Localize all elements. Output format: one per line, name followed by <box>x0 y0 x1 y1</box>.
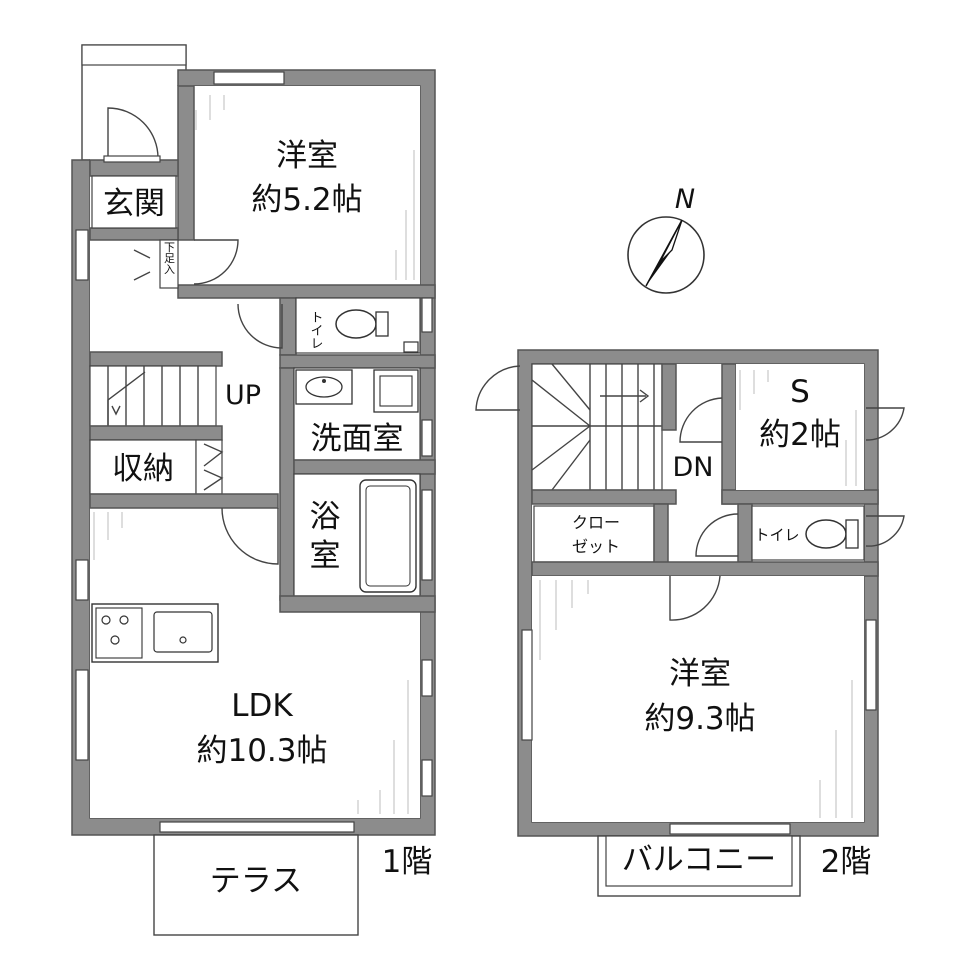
ldk-size: 約10.3帖 <box>196 733 327 769</box>
floor-2-label: 2階 <box>821 844 872 880</box>
door-swing-icon <box>237 303 283 349</box>
room-storage: 収納 <box>89 439 224 495</box>
washroom-name: 洗面室 <box>311 421 404 457</box>
toilet-1f-name: トイレ <box>308 311 323 350</box>
compass-north-label: N <box>675 184 695 215</box>
stairs-down-label: DN <box>673 452 714 483</box>
bathroom-name-1: 浴 <box>310 499 341 535</box>
room-western-5-2: 洋室 約5.2帖 <box>177 71 436 299</box>
storage-name: 収納 <box>112 451 174 487</box>
room-shoe-box: 下足入 <box>133 239 179 289</box>
window-icon <box>213 71 285 85</box>
balcony-name: バルコニー <box>622 842 776 878</box>
door-swing-icon <box>221 507 279 565</box>
room-toilet-2f: トイレ <box>695 503 905 563</box>
door-swing-icon <box>865 515 905 547</box>
window-icon <box>159 821 355 833</box>
room-toilet-1f: トイレ <box>237 297 433 356</box>
room-bathroom: 浴 室 <box>293 473 433 597</box>
stove-icon <box>95 607 143 659</box>
service-room-name: S <box>790 374 810 410</box>
kitchen-sink-icon <box>153 611 213 653</box>
closet-name-1: クロー <box>572 513 620 532</box>
floor-2-plan: DN S 約2帖 クロー ゼット <box>475 349 905 897</box>
service-room-size: 約2帖 <box>759 417 841 453</box>
room-service: S 約2帖 <box>679 363 905 505</box>
floor-1-plan: 洋室 約5.2帖 玄関 下足入 トイレ <box>71 44 436 936</box>
stairs-down: DN <box>475 363 714 491</box>
room-closet: クロー ゼット <box>533 503 669 582</box>
shoe-box-name: 下足入 <box>163 242 176 275</box>
room-ldk: LDK 約10.3帖 <box>75 229 433 833</box>
toilet-bowl-icon <box>805 519 847 549</box>
balcony: バルコニー <box>597 835 801 897</box>
window-icon <box>865 619 877 711</box>
door-swing-icon <box>193 239 239 285</box>
window-icon <box>669 823 791 835</box>
western-room-name: 洋室 <box>276 138 338 174</box>
door-swing-icon <box>669 575 721 621</box>
room-entrance: 玄関 <box>89 107 179 241</box>
window-icon <box>75 559 89 601</box>
toilet-bowl-icon <box>335 309 377 339</box>
compass-icon: N <box>627 184 705 294</box>
entrance-name: 玄関 <box>103 186 165 222</box>
closet-name-2: ゼット <box>572 537 620 556</box>
terrace: テラス <box>153 834 359 936</box>
toilet-2f-name: トイレ <box>754 526 799 544</box>
closet-door-icon <box>203 443 224 491</box>
window-icon <box>421 759 433 797</box>
window-icon <box>521 629 533 741</box>
western-room-size: 約5.2帖 <box>251 182 362 218</box>
door-swing-icon <box>679 397 723 443</box>
stairs-up-label: UP <box>225 380 261 411</box>
door-swing-icon <box>865 407 905 441</box>
floor-1-label: 1階 <box>382 844 433 880</box>
window-icon <box>75 669 89 761</box>
stairs-up: UP <box>89 365 261 427</box>
window-icon <box>421 489 433 581</box>
window-icon <box>421 659 433 697</box>
room-washroom: 洗面室 <box>279 367 433 601</box>
entrance-door-icon <box>107 107 159 159</box>
bathroom-name-2: 室 <box>310 538 341 574</box>
door-swing-icon <box>475 365 521 411</box>
door-swing-icon <box>695 513 739 557</box>
ldk-name: LDK <box>231 688 293 724</box>
window-icon <box>421 419 433 457</box>
terrace-name: テラス <box>210 863 302 899</box>
western-room-2f-size: 約9.3帖 <box>644 701 755 737</box>
door-swing-icon <box>133 249 151 281</box>
window-icon <box>75 229 89 281</box>
window-icon <box>421 297 433 333</box>
room-western-9-3: 洋室 約9.3帖 <box>521 575 877 835</box>
western-room-2f-name: 洋室 <box>669 656 731 692</box>
